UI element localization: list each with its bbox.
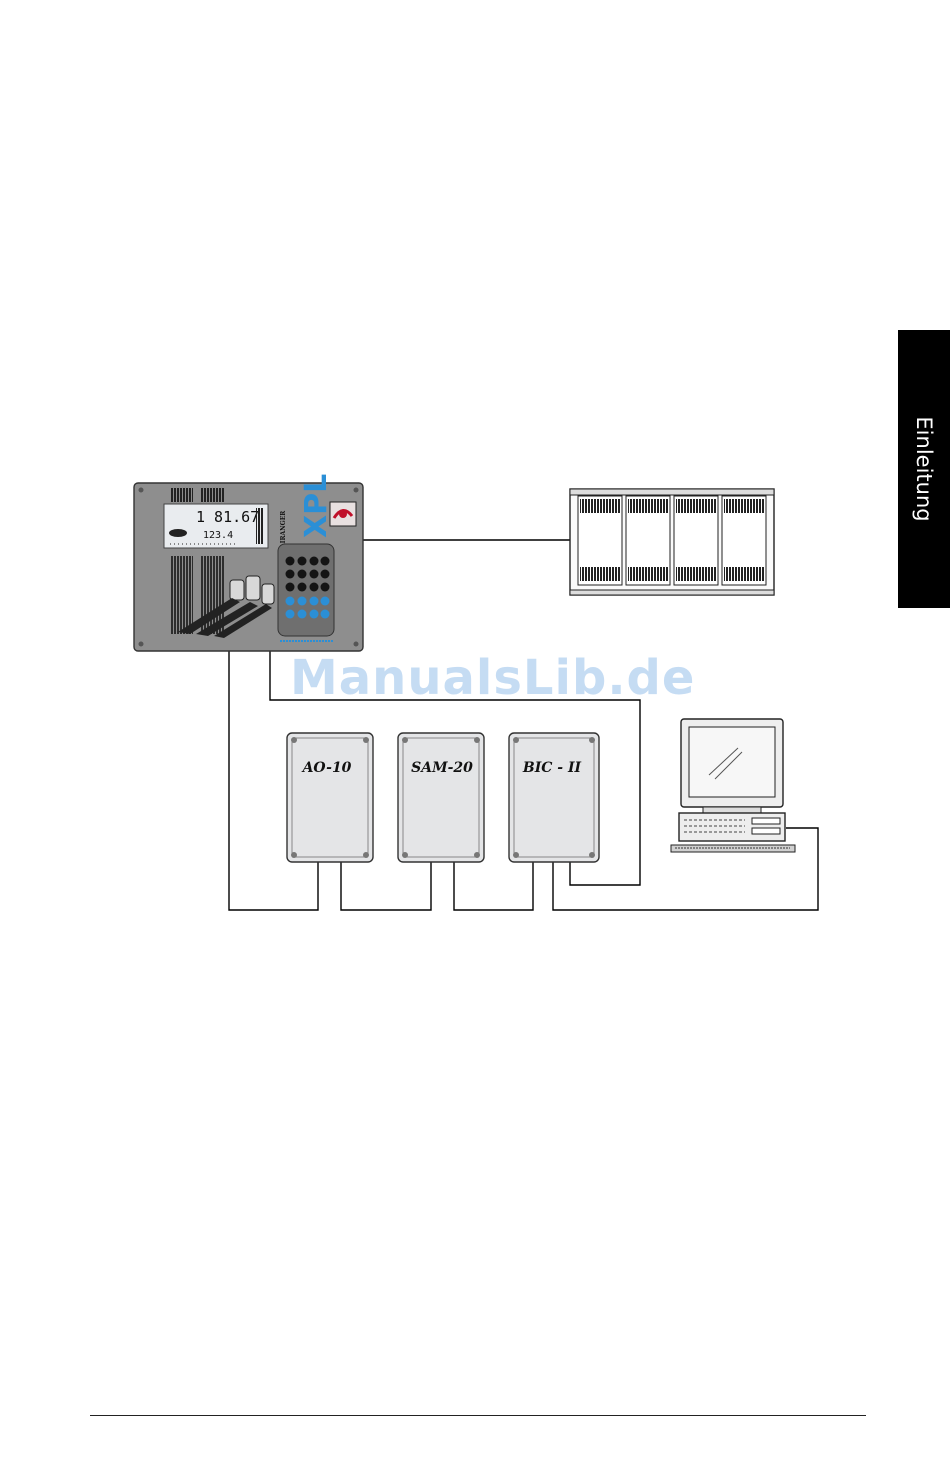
io-card [578, 496, 622, 585]
module-ao10: AO-10 [287, 733, 373, 862]
display-main-value: 1 81.67 [196, 508, 259, 526]
computer-icon [671, 719, 795, 852]
brand-label: AIRANGER [280, 510, 287, 549]
display-aux-value: 123.4 [203, 530, 233, 541]
io-card [674, 496, 718, 585]
io-card [626, 496, 670, 585]
lcd-display: 1 81.67 123.4 [164, 504, 268, 548]
module-bic2: BIC - II [509, 733, 599, 862]
io-rack [570, 489, 774, 595]
io-card [722, 496, 766, 585]
watermark-text: ManualsLib.de [290, 650, 695, 706]
keypad [278, 544, 334, 636]
module-label: AO-10 [301, 760, 352, 776]
module-label: BIC - II [522, 760, 582, 776]
footer-divider [90, 1415, 866, 1416]
siemens-logo [330, 502, 356, 526]
module-label: SAM-20 [411, 760, 473, 776]
xpl-controller: 1 81.67 123.4 AIRANGER XPL [134, 474, 363, 651]
module-sam20: SAM-20 [398, 733, 484, 862]
model-label: XPL [299, 474, 334, 538]
wire-sam20-to-bic [454, 862, 533, 910]
wire-ao10-to-sam20 [341, 862, 431, 910]
